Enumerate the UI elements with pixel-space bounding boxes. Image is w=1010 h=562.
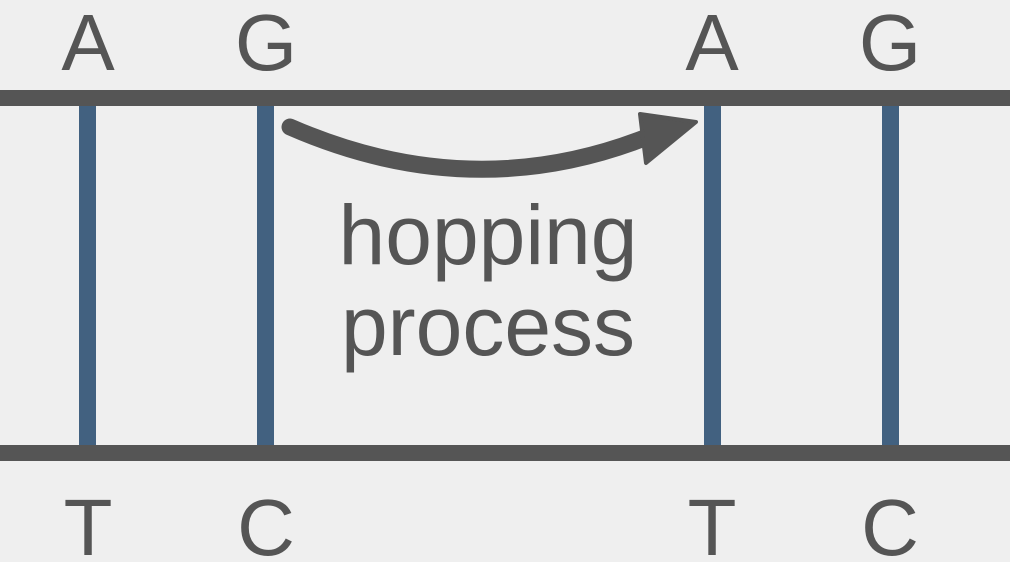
base-pair-rung-4 (882, 106, 899, 445)
bottom-base-2: C (237, 483, 295, 562)
hopping-arrow-shaft (281, 118, 673, 178)
hopping-arrow (281, 112, 698, 178)
caption-line-1: hopping (339, 188, 638, 282)
bottom-base-4: C (861, 483, 919, 562)
base-pair-rung-2 (257, 106, 274, 445)
base-pair-rung-3 (704, 106, 721, 445)
bottom-base-3: T (688, 483, 737, 562)
top-base-2: G (235, 0, 297, 87)
base-pair-rung-1 (79, 106, 96, 445)
hopping-arrow-head (638, 112, 698, 165)
top-base-4: G (859, 0, 921, 87)
top-base-1: A (61, 0, 115, 87)
top-backbone (0, 90, 1010, 106)
caption-line-2: process (341, 279, 635, 373)
top-base-3: A (685, 0, 739, 87)
bottom-backbone (0, 445, 1010, 461)
bottom-base-1: T (64, 483, 113, 562)
